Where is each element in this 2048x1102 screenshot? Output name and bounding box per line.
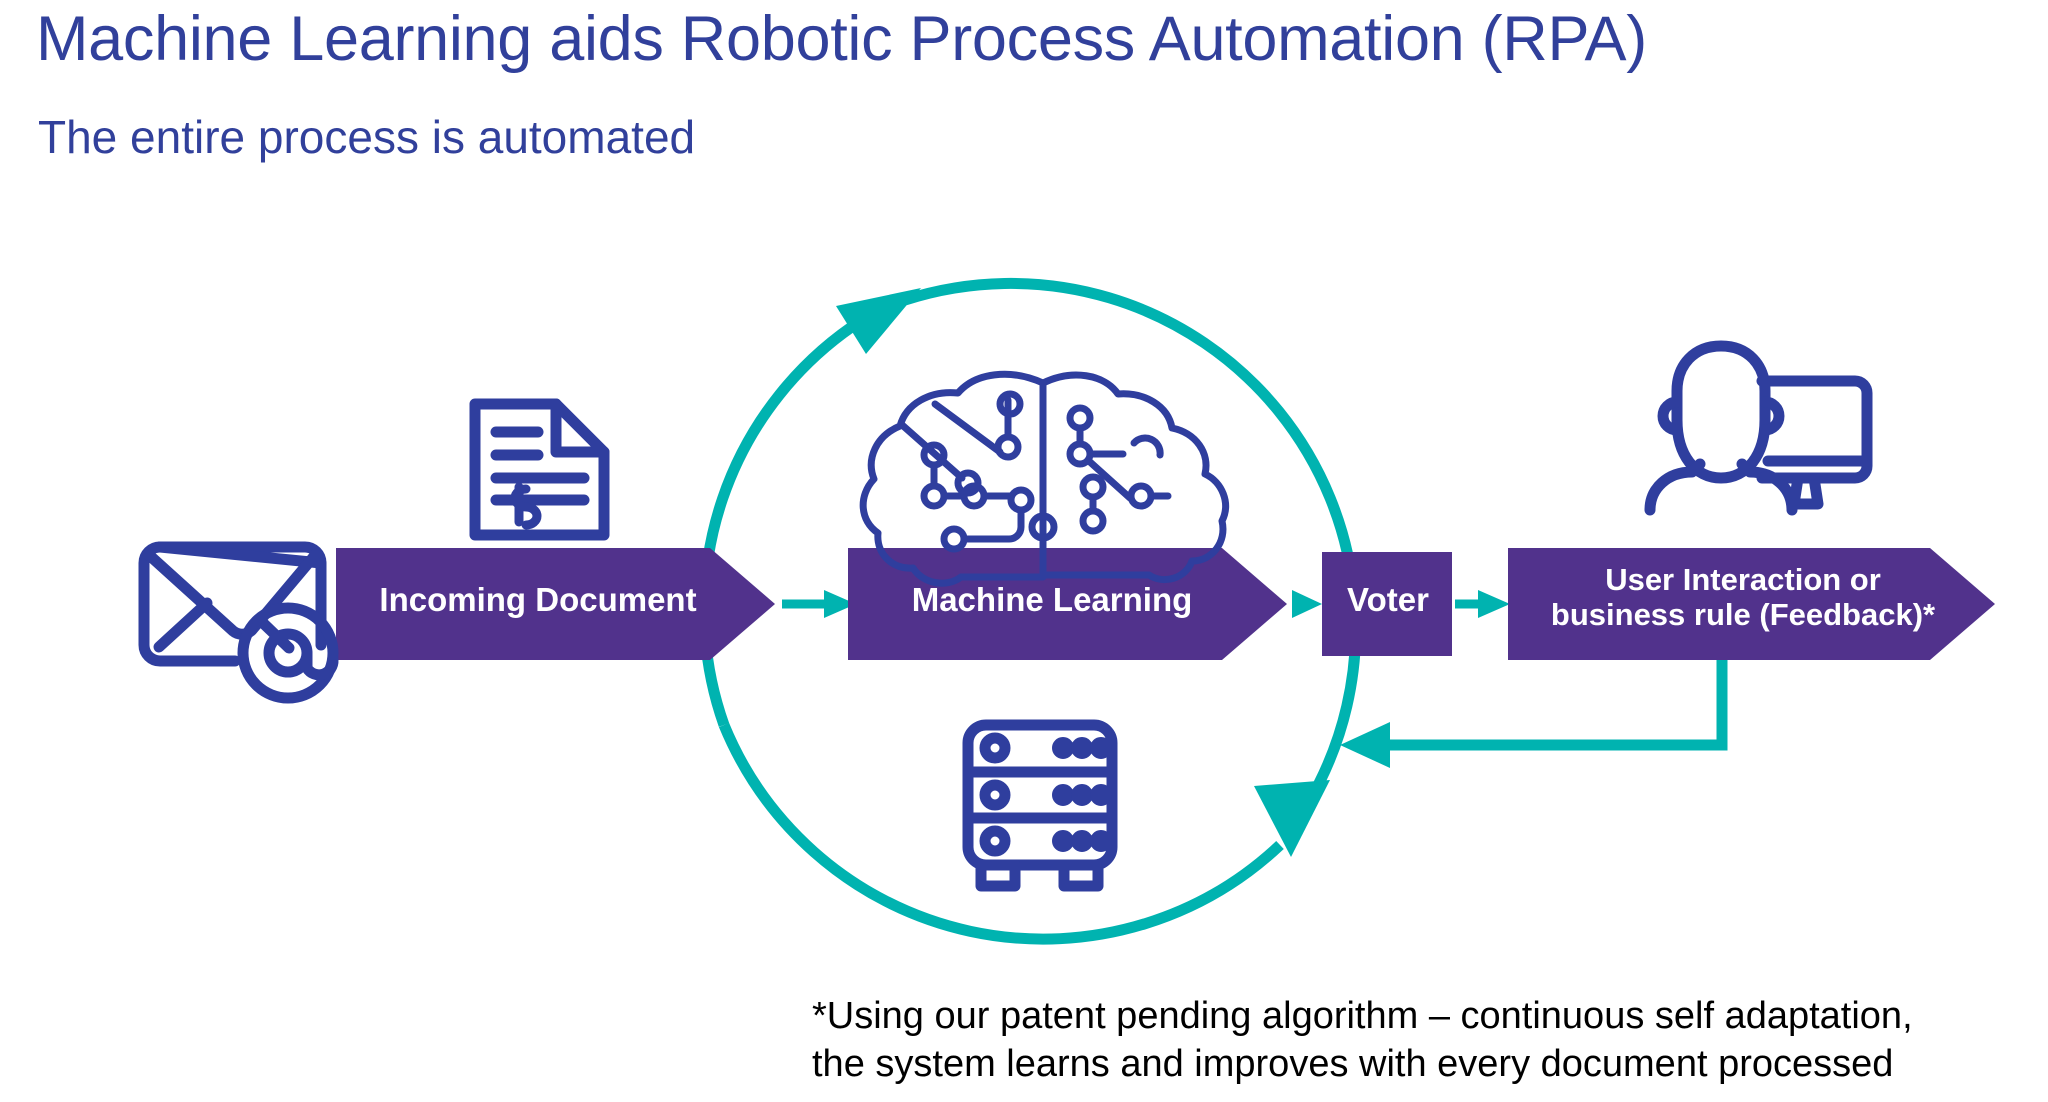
continuous-cycle-arrow bbox=[698, 277, 1362, 945]
connector-ml-to-voter bbox=[1292, 590, 1322, 618]
page-subtitle: The entire process is automated bbox=[38, 111, 696, 163]
user-at-monitor-icon bbox=[1644, 340, 1873, 516]
page-title: Machine Learning aids Robotic Process Au… bbox=[36, 4, 1647, 74]
connector-voter-to-user bbox=[1455, 590, 1510, 618]
node-voter bbox=[1322, 552, 1452, 656]
document-dollar-icon bbox=[469, 398, 610, 541]
feedback-loop-connector bbox=[1340, 660, 1728, 768]
node-user-interaction bbox=[1508, 548, 1995, 660]
envelope-at-icon bbox=[138, 541, 339, 704]
node-incoming-document bbox=[336, 548, 775, 660]
connector-incoming-to-ml bbox=[782, 590, 856, 618]
footnote-text: *Using our patent pending algorithm – co… bbox=[812, 995, 1913, 1085]
server-rack-icon bbox=[962, 719, 1118, 892]
ai-brain-circuit-icon bbox=[859, 370, 1230, 587]
